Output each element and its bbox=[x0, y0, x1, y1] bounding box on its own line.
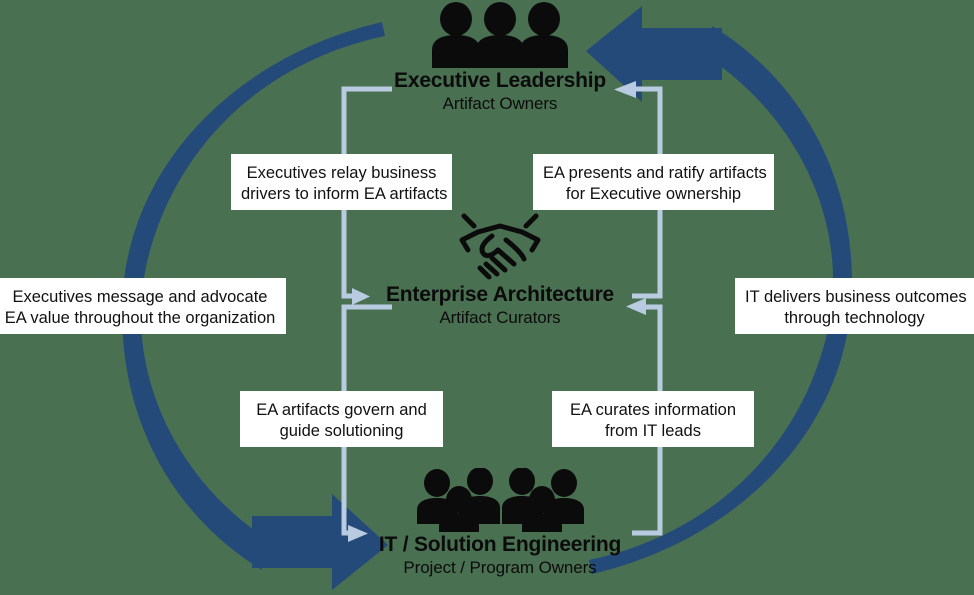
caption-line-2: for Executive ownership bbox=[565, 185, 742, 203]
node-title: IT / Solution Engineering bbox=[378, 533, 622, 556]
node-title: Executive Leadership bbox=[394, 69, 606, 92]
caption-exec-advocacy: Executives message and advocate EA value… bbox=[0, 278, 286, 334]
caption-it-outcomes: IT delivers business outcomes through te… bbox=[735, 278, 974, 334]
handshake-icon bbox=[352, 212, 648, 282]
caption-line-1: Executives relay business bbox=[246, 164, 437, 182]
caption-ea-to-exec: EA presents and ratify artifacts for Exe… bbox=[533, 154, 774, 210]
caption-it-to-ea: EA curates information from IT leads bbox=[552, 391, 754, 447]
caption-line-2: drivers to inform EA artifacts bbox=[241, 185, 448, 203]
caption-line-2: guide solutioning bbox=[279, 422, 404, 440]
node-it-solution-engineering: IT / Solution Engineering Project / Prog… bbox=[330, 467, 670, 578]
left-outer-arc-arrow bbox=[122, 22, 388, 590]
caption-exec-to-ea: Executives relay business drivers to inf… bbox=[231, 154, 452, 210]
node-subtitle: Project / Program Owners bbox=[403, 558, 597, 577]
node-subtitle: Artifact Curators bbox=[439, 308, 561, 327]
caption-line-1: EA artifacts govern and bbox=[256, 401, 427, 419]
caption-line-1: EA presents and ratify artifacts bbox=[543, 164, 767, 182]
three-people-icon bbox=[340, 2, 660, 68]
caption-line-2: through technology bbox=[784, 309, 925, 327]
arrowhead-into-exec bbox=[614, 81, 636, 98]
node-subtitle: Artifact Owners bbox=[442, 94, 558, 113]
caption-ea-to-it: EA artifacts govern and guide solutionin… bbox=[240, 391, 443, 447]
arrowhead-into-ea-right bbox=[626, 298, 646, 315]
caption-line-1: IT delivers business outcomes bbox=[745, 288, 967, 306]
node-title: Enterprise Architecture bbox=[385, 283, 615, 306]
group-of-people-icon bbox=[330, 467, 670, 532]
node-enterprise-architecture: Enterprise Architecture Artifact Curator… bbox=[352, 212, 648, 328]
caption-line-1: EA curates information bbox=[570, 401, 736, 419]
caption-line-2: from IT leads bbox=[605, 422, 701, 440]
arrowhead-into-it bbox=[348, 525, 368, 542]
arrowhead-into-ea-left bbox=[352, 288, 370, 305]
caption-line-1: Executives message and advocate bbox=[12, 288, 268, 306]
right-outer-arc-arrow bbox=[586, 6, 852, 574]
node-executive-leadership: Executive Leadership Artifact Owners bbox=[340, 2, 660, 114]
caption-line-2: EA value throughout the organization bbox=[4, 309, 276, 327]
